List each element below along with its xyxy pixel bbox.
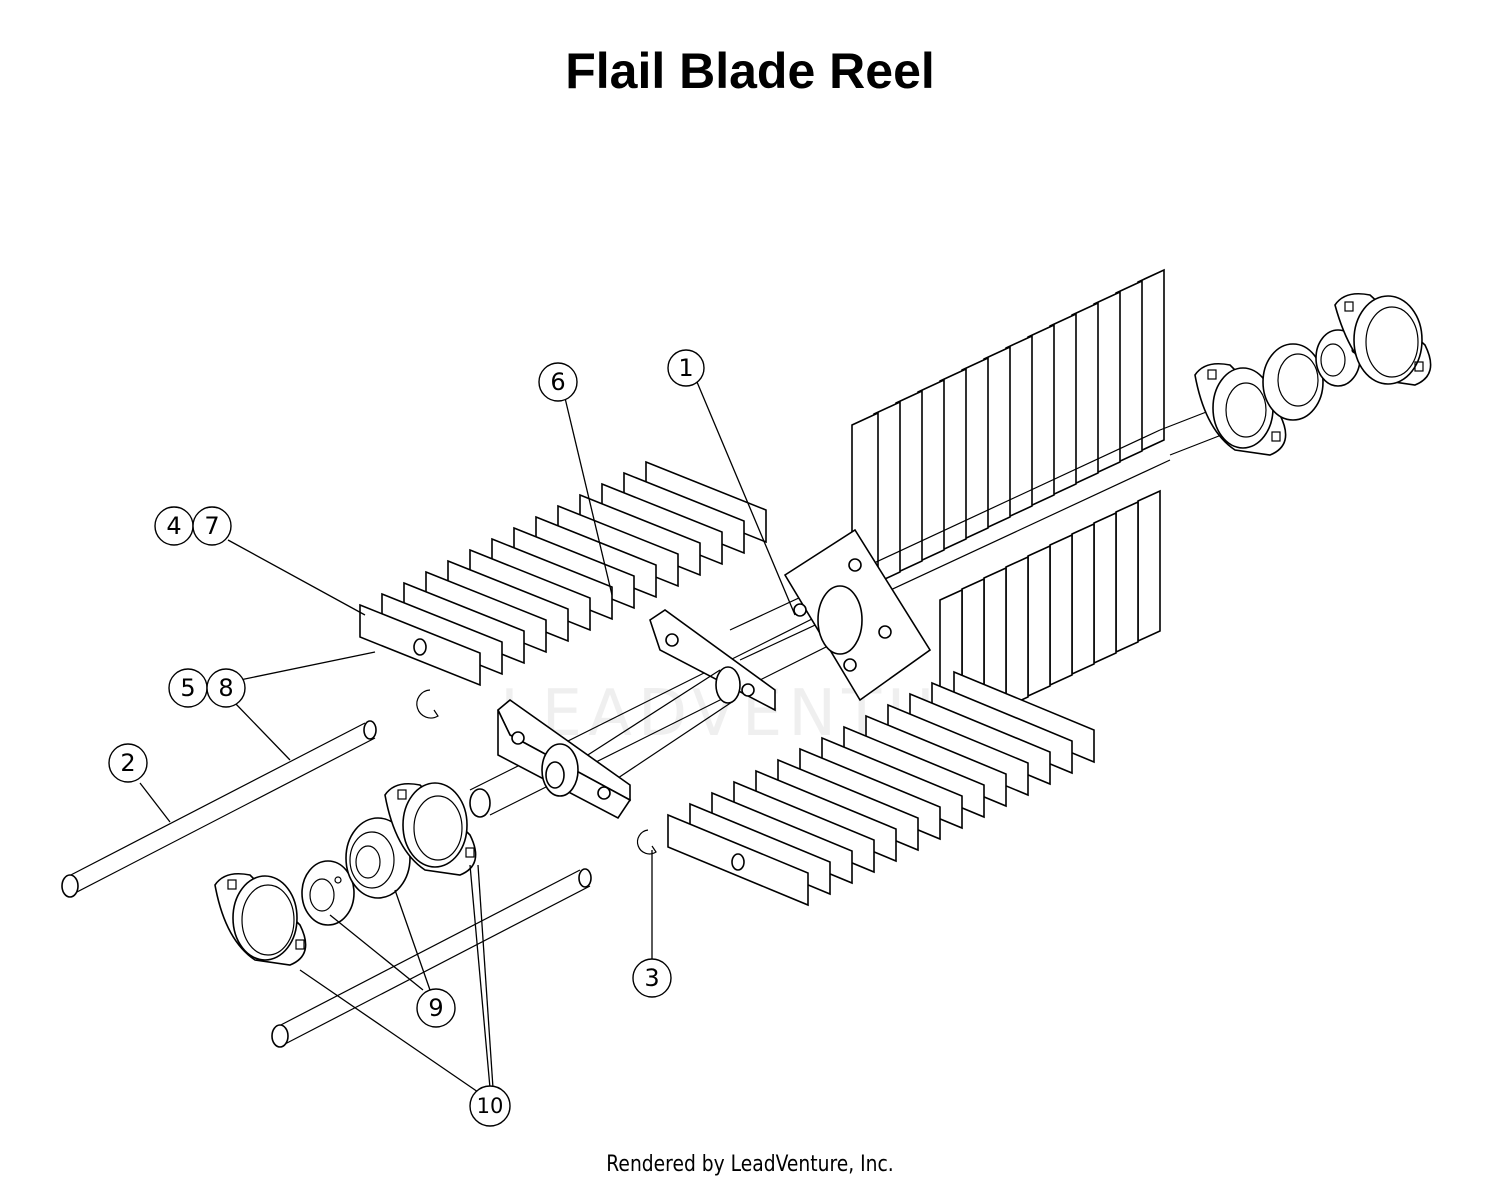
tube-plates-left <box>497 609 776 820</box>
center-flange-plate <box>783 528 932 702</box>
callout-8[interactable]: 8 <box>206 668 246 708</box>
svg-text:2: 2 <box>120 749 135 777</box>
flail-blade <box>1093 511 1117 665</box>
blade-hole <box>731 853 745 871</box>
svg-text:7: 7 <box>204 512 219 540</box>
pivot-rod-lower <box>271 868 592 1048</box>
blade-bank-right-lower <box>939 489 1161 742</box>
svg-text:8: 8 <box>218 674 233 702</box>
callout-2[interactable]: 2 <box>108 743 148 783</box>
callout-1[interactable]: 1 <box>667 349 705 387</box>
flange-bearing-right-inner <box>1194 362 1287 456</box>
flail-blade <box>1005 555 1029 709</box>
flail-blade <box>1115 500 1139 654</box>
footer-credit: Rendered by LeadVenture, Inc. <box>606 1152 894 1177</box>
blade-bank-left-upper <box>359 460 767 687</box>
svg-text:5: 5 <box>180 674 195 702</box>
collar-left <box>301 860 355 926</box>
callout-9[interactable]: 9 <box>416 988 456 1028</box>
svg-text:10: 10 <box>477 1094 504 1118</box>
svg-text:6: 6 <box>550 368 565 396</box>
bearing-insert-right <box>1262 343 1324 421</box>
svg-text:9: 9 <box>428 994 443 1022</box>
callout-3[interactable]: 3 <box>632 958 672 998</box>
e-clip-left <box>416 689 439 719</box>
leader-lines <box>139 381 796 1093</box>
svg-text:3: 3 <box>644 964 659 992</box>
flange-bearing-left-outer <box>214 872 307 966</box>
callout-6[interactable]: 6 <box>538 362 578 402</box>
blade-bank-left-lower <box>667 670 1095 907</box>
callouts: 1 2 3 4 5 6 7 8 9 10 <box>108 349 705 1127</box>
flail-blade <box>1071 522 1095 676</box>
pivot-rod-upper <box>61 720 377 898</box>
callout-5[interactable]: 5 <box>168 668 208 708</box>
flail-blade <box>1027 544 1051 698</box>
svg-text:1: 1 <box>678 354 693 382</box>
callout-4[interactable]: 4 <box>154 506 194 546</box>
flail-blade <box>1137 489 1161 643</box>
blade-hole <box>413 638 427 656</box>
page-title: Flail Blade Reel <box>565 43 935 99</box>
flail-blade <box>1049 533 1073 687</box>
callout-7[interactable]: 7 <box>192 506 232 546</box>
svg-text:4: 4 <box>166 512 181 540</box>
callout-10[interactable]: 10 <box>469 1085 511 1127</box>
bearing-insert-left <box>345 817 411 899</box>
blade-bank-right-upper <box>851 268 1165 597</box>
flange-bearing-left-inner <box>384 782 477 876</box>
e-clip-right <box>636 829 657 855</box>
flange-bearing-right-outer <box>1334 292 1432 386</box>
